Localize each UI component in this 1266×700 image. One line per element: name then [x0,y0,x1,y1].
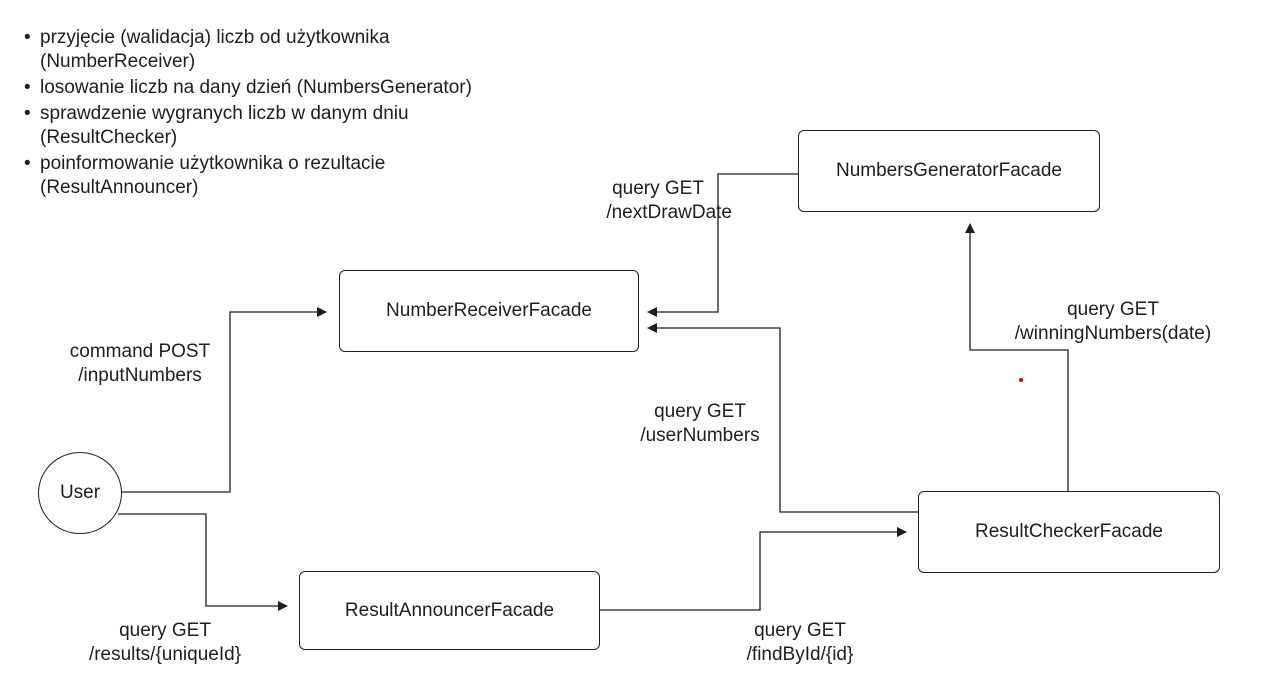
result-announcer-facade-node[interactable]: ResultAnnouncerFacade [299,571,600,650]
edge-label-user-numbers: query GET /userNumbers [640,401,760,446]
marker-dot [1019,378,1023,382]
result-checker-facade-node[interactable]: ResultCheckerFacade [918,491,1220,573]
requirements-list: przyjęcie (walidacja) liczb od użytkowni… [22,26,502,202]
edge-user-to-number-receiver [122,307,327,493]
edge-announcer-to-result-checker [600,527,907,611]
edge-label-next-draw-date: query GET /nextDrawDate [606,178,732,223]
edge-label-input-numbers: command POST /inputNumbers [69,341,211,386]
edge-user-to-result-announcer [118,513,288,611]
edge-checker-to-number-receiver [647,323,918,513]
user-node[interactable]: User [38,452,122,534]
numbers-generator-facade-node[interactable]: NumbersGeneratorFacade [798,130,1100,212]
number-receiver-facade-node[interactable]: NumberReceiverFacade [339,270,639,352]
requirement-item: przyjęcie (walidacja) liczb od użytkowni… [22,26,502,74]
edge-checker-to-numbers-generator [965,223,1069,492]
requirement-item: sprawdzenie wygranych liczb w danym dniu… [22,102,502,150]
requirement-item: losowanie liczb na dany dzień (NumbersGe… [22,76,502,100]
edge-generator-to-number-receiver [647,173,798,317]
edge-label-results: query GET /results/{uniqueId} [88,620,242,665]
requirement-item: poinformowanie użytkownika o rezultacie … [22,152,502,200]
edge-label-winning-numbers: query GET /winningNumbers(date) [1014,299,1212,344]
edge-label-find-by-id: query GET /findById/{id} [746,620,854,665]
